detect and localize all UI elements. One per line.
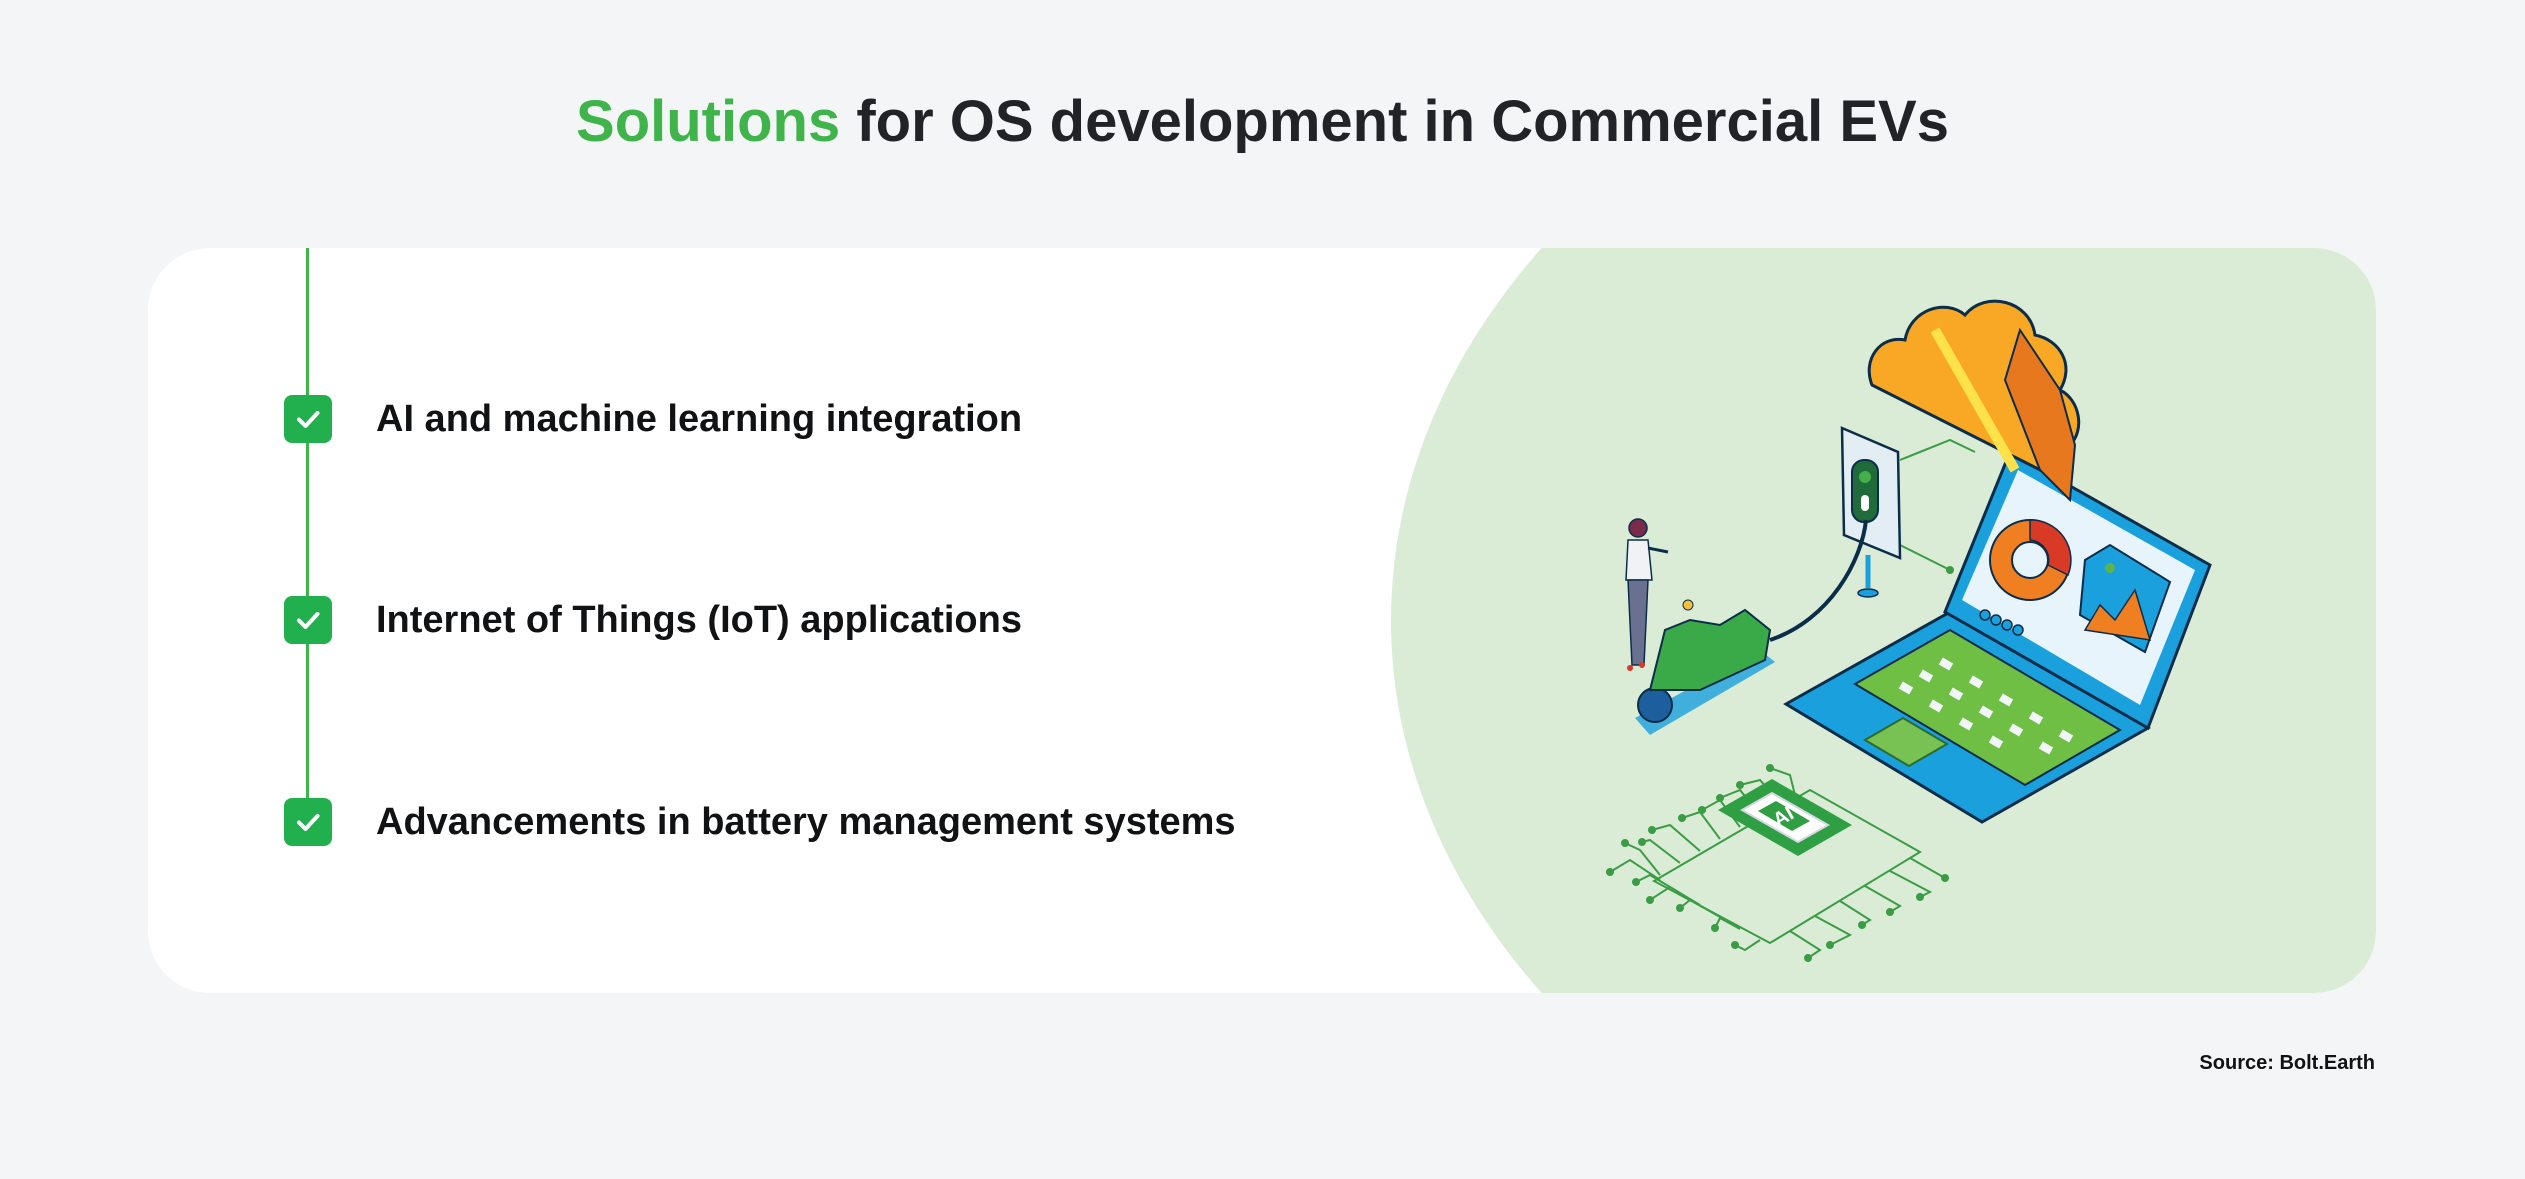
- cloud-icon: [1867, 299, 2081, 503]
- checklist-item-label: Internet of Things (IoT) applications: [376, 598, 1022, 641]
- person-icon: [1625, 518, 1669, 671]
- content-card: AI and machine learning integration Inte…: [148, 248, 2376, 993]
- title-rest: for OS development in Commercial EVs: [840, 89, 1949, 154]
- title-accent: Solutions: [576, 89, 841, 154]
- laptop-icon: [1783, 449, 2212, 824]
- checklist-item-label: Advancements in battery management syste…: [376, 800, 1236, 843]
- page-title: Solutions for OS development in Commerci…: [0, 88, 2525, 155]
- timeline-line: [306, 248, 309, 798]
- ev-os-illustration: AI: [1606, 299, 2212, 962]
- check-icon: [284, 798, 332, 846]
- checklist-item: Internet of Things (IoT) applications: [284, 596, 1022, 644]
- check-icon: [284, 395, 332, 443]
- checklist-item: Advancements in battery management syste…: [284, 798, 1236, 846]
- donut-chart-icon: [1989, 519, 2072, 601]
- ai-chip-icon: AI: [1718, 779, 1852, 856]
- ev-charger-icon: [1769, 426, 1902, 642]
- area-chart-icon: [2078, 543, 2172, 654]
- check-icon: [284, 596, 332, 644]
- scooter-icon: [1635, 599, 1775, 735]
- checklist-item-label: AI and machine learning integration: [376, 397, 1023, 440]
- source-caption: Source: Bolt.Earth: [2199, 1052, 2375, 1074]
- checklist-item: AI and machine learning integration: [284, 395, 1022, 443]
